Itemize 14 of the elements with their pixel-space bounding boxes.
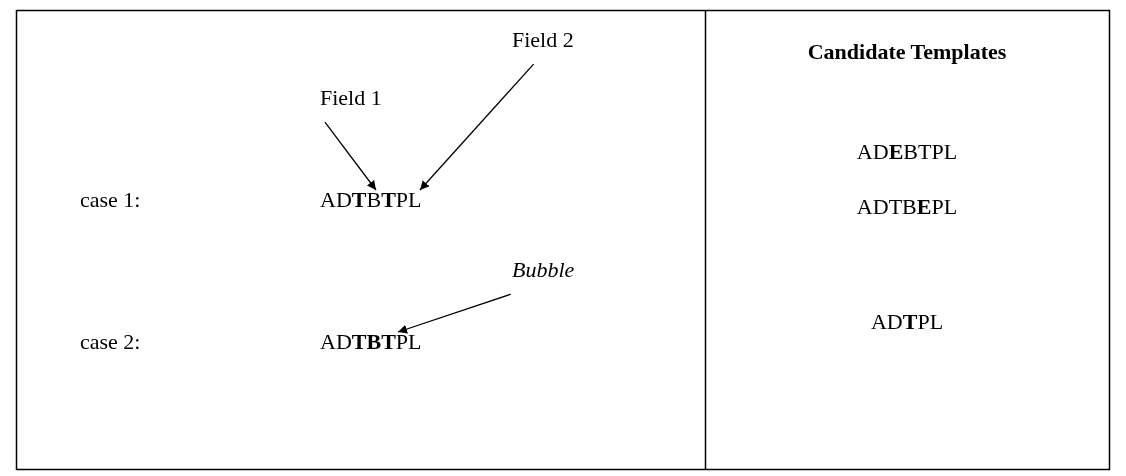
callout-label: Bubble <box>512 258 575 283</box>
template-string: ADTPL <box>870 310 944 335</box>
leader-arrow <box>419 63 535 191</box>
template-string: ADTBTPL <box>320 188 422 213</box>
case-label: case 2: <box>80 330 141 355</box>
leader-arrow <box>324 121 377 191</box>
template-string: ADTBTPL <box>320 330 422 355</box>
case-label: case 1: <box>80 188 141 213</box>
column-heading: Candidate Templates <box>807 40 1007 65</box>
template-string: ADEBTPL <box>856 140 958 165</box>
template-string: ADTBEPL <box>856 195 958 220</box>
callout-label: Field 2 <box>512 28 574 53</box>
leader-arrow <box>397 293 512 334</box>
callout-label: Field 1 <box>320 86 382 111</box>
